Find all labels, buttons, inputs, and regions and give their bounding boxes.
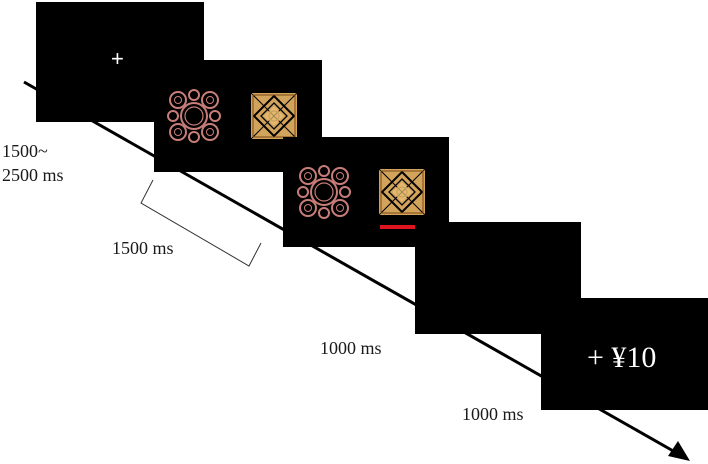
fixation-cross: + <box>111 46 124 71</box>
fractal-square-icon <box>251 93 297 139</box>
fractal-square-icon <box>379 169 425 215</box>
duration-bracket-line <box>140 179 262 267</box>
choice-duration-label: 1500 ms <box>112 238 174 258</box>
selection-screen <box>283 137 449 247</box>
selection-duration-label: 1000 ms <box>320 338 382 358</box>
feedback-screen: + ¥10 <box>541 298 708 410</box>
fractal-ring-icon <box>297 165 351 219</box>
reward-text: + ¥10 <box>587 341 657 374</box>
fixation-duration-label-line1: 1500~ <box>2 141 48 161</box>
feedback-duration-label: 1000 ms <box>462 404 524 424</box>
timeline-arrow-head <box>668 441 690 461</box>
selection-underline <box>380 225 424 229</box>
fixation-duration-label-line2: 2500 ms <box>2 165 64 185</box>
fractal-ring-icon <box>167 89 221 143</box>
